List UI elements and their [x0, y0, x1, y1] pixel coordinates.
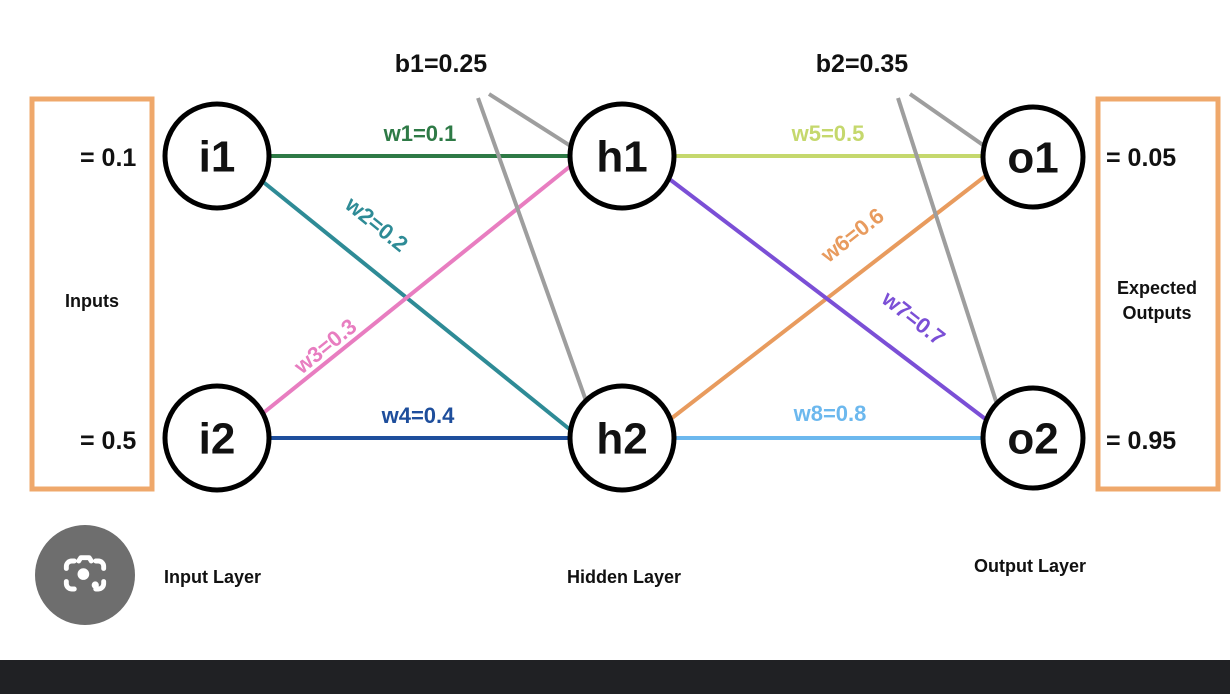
- output-value-o2: = 0.95: [1106, 427, 1176, 455]
- expected-outputs-caption-line2: Outputs: [1123, 303, 1192, 323]
- node-h1-label: h1: [596, 133, 647, 182]
- google-lens-camera-button[interactable]: [35, 525, 135, 625]
- node-o1-label: o1: [1007, 134, 1058, 183]
- bias-b1-to-h1: [487, 92, 582, 154]
- output-value-o1: = 0.05: [1106, 144, 1176, 172]
- node-o1[interactable]: [980, 104, 1086, 210]
- bottom-system-bar: [0, 660, 1230, 694]
- node-h1[interactable]: [567, 101, 677, 211]
- node-h2[interactable]: [567, 383, 677, 493]
- input-value-i1: = 0.1: [80, 144, 136, 172]
- input-value-i2: = 0.5: [80, 427, 136, 455]
- bias-b2-to-o2: [896, 97, 1006, 427]
- bias-label-b2: b2=0.35: [816, 50, 909, 78]
- weight-label-w2: w2=0.2: [340, 191, 413, 257]
- edge-w6: [670, 172, 990, 420]
- weight-label-w5: w5=0.5: [791, 121, 865, 146]
- label-output-layer: Output Layer: [974, 556, 1086, 576]
- node-i2-label: i2: [199, 415, 236, 464]
- edge-w7: [666, 176, 990, 423]
- camera-lens-icon: [63, 555, 107, 592]
- expected-outputs-box: [1095, 96, 1221, 492]
- label-input-layer: Input Layer: [164, 567, 261, 587]
- node-h2-label: h2: [596, 415, 647, 464]
- label-hidden-layer: Hidden Layer: [567, 567, 681, 587]
- edge-w2: [260, 179, 575, 434]
- node-o2[interactable]: [980, 385, 1086, 491]
- node-i1[interactable]: [162, 101, 272, 211]
- bias-b2-to-o1: [908, 92, 995, 154]
- inputs-caption: Inputs: [65, 291, 119, 311]
- node-o2-label: o2: [1007, 415, 1058, 464]
- node-i1-label: i1: [199, 133, 236, 182]
- edge-w3: [260, 162, 575, 416]
- bias-label-b1: b1=0.25: [395, 50, 488, 78]
- weight-label-w4: w4=0.4: [381, 403, 456, 428]
- weight-label-w7: w7=0.7: [876, 285, 950, 350]
- weight-label-w3: w3=0.3: [288, 314, 361, 380]
- node-i2[interactable]: [162, 383, 272, 493]
- expected-outputs-caption-line1: Expected: [1117, 278, 1197, 298]
- inputs-box: [29, 96, 155, 492]
- weight-label-w1: w1=0.1: [383, 121, 457, 146]
- weight-label-w8: w8=0.8: [793, 401, 867, 426]
- bias-b1-to-h2: [476, 97, 597, 427]
